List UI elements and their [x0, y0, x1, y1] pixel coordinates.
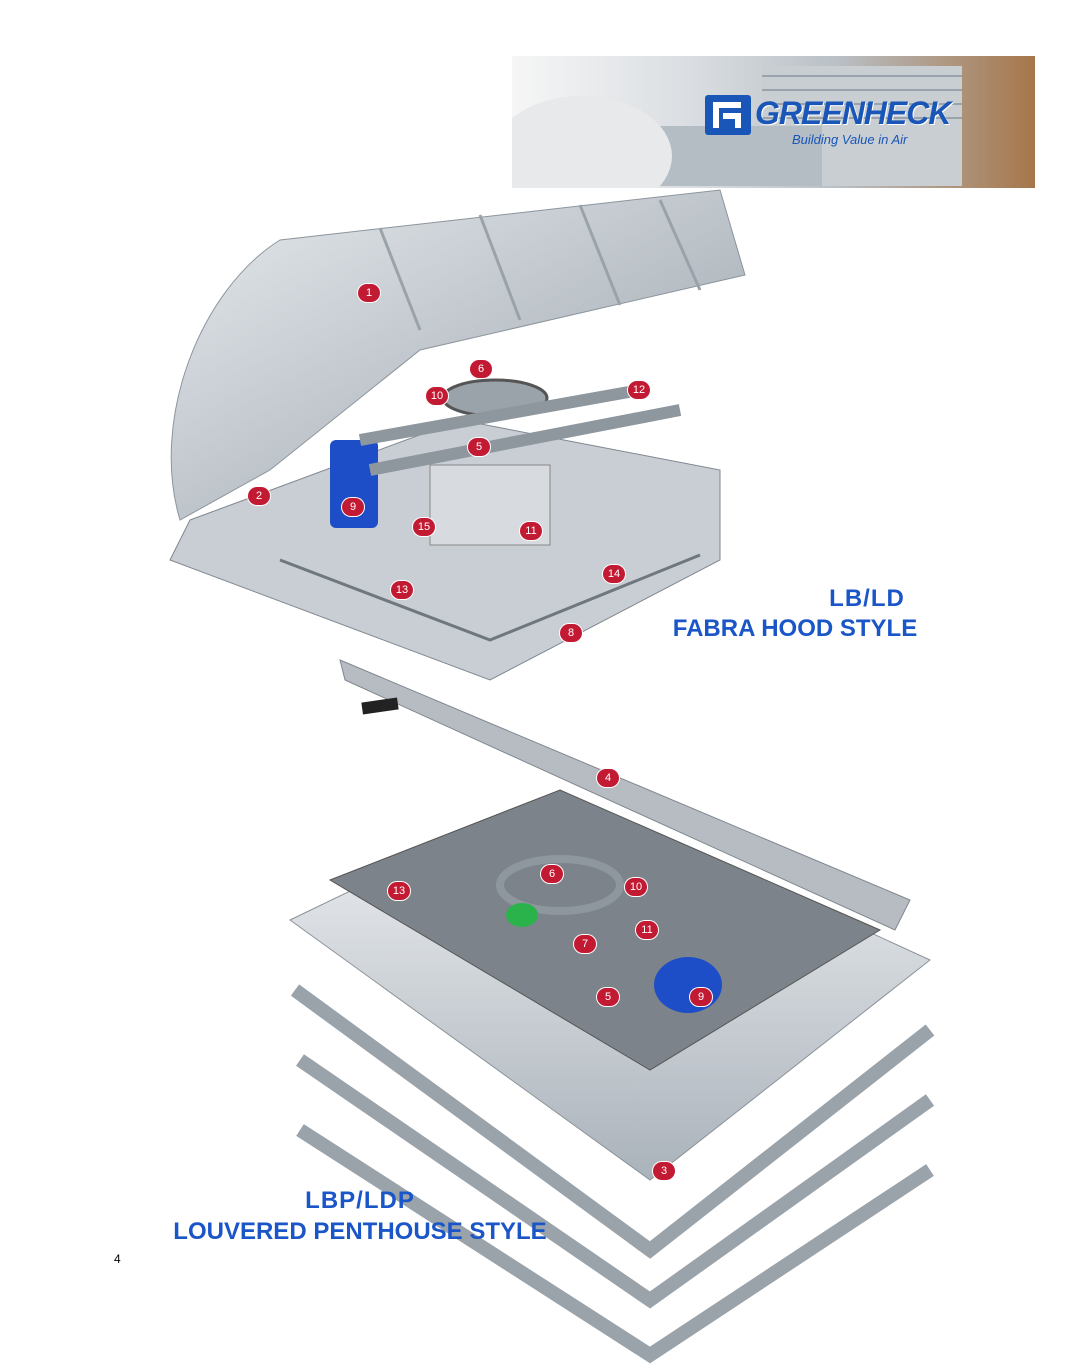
- page-number: 4: [114, 1252, 121, 1266]
- callout-badge: 11: [636, 921, 658, 939]
- model-code-heading: LBP/LDP: [305, 1187, 415, 1214]
- model-style-heading: FABRA HOOD STYLE: [672, 615, 918, 642]
- greenheck-logo-icon: [705, 95, 751, 135]
- callout-badge: 1: [358, 284, 380, 302]
- callout-badge: 8: [560, 624, 582, 642]
- model-code-heading: LB/LD: [829, 585, 905, 612]
- callout-badge: 11: [520, 522, 542, 540]
- callout-badge: 3: [653, 1162, 675, 1180]
- callout-badge: 6: [470, 360, 492, 378]
- callout-badge: 6: [541, 865, 563, 883]
- callout-badge: 14: [603, 565, 625, 583]
- building-photo: [512, 66, 962, 188]
- brand-tagline: Building Value in Air: [792, 132, 908, 147]
- callout-badge: 9: [342, 498, 364, 516]
- callout-badge: 12: [628, 381, 650, 399]
- callout-badge: 13: [388, 882, 410, 900]
- fabra-hood-unit-drawing: [169, 189, 746, 681]
- callout-badge: 10: [625, 878, 647, 896]
- callout-badge: 13: [391, 581, 413, 599]
- callout-badge: 9: [690, 988, 712, 1006]
- callout-badge: 5: [597, 988, 619, 1006]
- callout-badge: 15: [413, 518, 435, 536]
- callout-badge: 7: [574, 935, 596, 953]
- callout-badge: 4: [597, 769, 619, 787]
- header-banner: [512, 56, 1035, 188]
- model-style-heading: LOUVERED PENTHOUSE STYLE: [173, 1218, 547, 1245]
- callout-badge: 10: [426, 387, 448, 405]
- callout-badge: 2: [248, 487, 270, 505]
- brand-name: GREENHECK: [755, 95, 951, 131]
- louvered-penthouse-unit-drawing: [289, 659, 935, 1364]
- callout-badge: 5: [468, 438, 490, 456]
